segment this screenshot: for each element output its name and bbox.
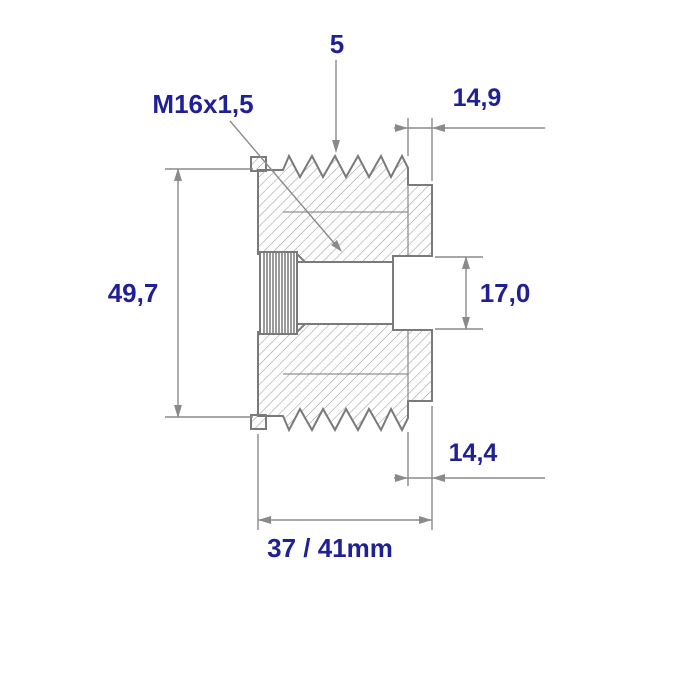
retainer-lip-bottom — [250, 414, 267, 430]
dim-thread: M16x1,5 — [152, 89, 342, 252]
arrow-up-icon — [174, 168, 182, 181]
arrow-left-icon — [432, 124, 445, 132]
label-dim-overall-width: 37 / 41mm — [267, 533, 393, 563]
dim-groove-count: 5 — [330, 29, 344, 153]
arrow-up-icon — [462, 256, 470, 269]
shaft-assembly — [259, 251, 432, 335]
body-lower-section — [257, 323, 433, 433]
arrow-left-icon — [258, 516, 271, 524]
arrow-down-icon — [462, 317, 470, 330]
shaft-sleeve — [296, 261, 394, 325]
retainer-lip-top — [250, 156, 267, 172]
dim-outer-left: 49,7 — [108, 168, 253, 418]
dim-overall-width: 37 / 41mm — [257, 434, 432, 563]
arrow-down-icon — [332, 140, 340, 153]
thread-ticks — [263, 253, 295, 333]
arrow-down-icon — [174, 405, 182, 418]
dim-top-right: 14,9 — [394, 84, 545, 181]
bore-opening — [392, 255, 432, 331]
arrow-left-icon — [432, 474, 445, 482]
dim-bore: 17,0 — [435, 256, 530, 330]
label-dim-outer-left: 49,7 — [108, 278, 159, 308]
label-thread-size: M16x1,5 — [152, 89, 253, 119]
dim-bottom-right: 14,4 — [394, 406, 545, 530]
body-upper-section — [257, 153, 433, 263]
label-groove-count: 5 — [330, 29, 344, 59]
arrow-leader-icon — [331, 240, 342, 252]
label-dim-bottom-right: 14,4 — [449, 439, 498, 467]
arrow-right-icon — [395, 124, 408, 132]
arrow-right-icon — [419, 516, 432, 524]
arrow-right-icon — [395, 474, 408, 482]
label-dim-top-right: 14,9 — [453, 84, 502, 112]
label-dim-bore: 17,0 — [480, 278, 531, 308]
